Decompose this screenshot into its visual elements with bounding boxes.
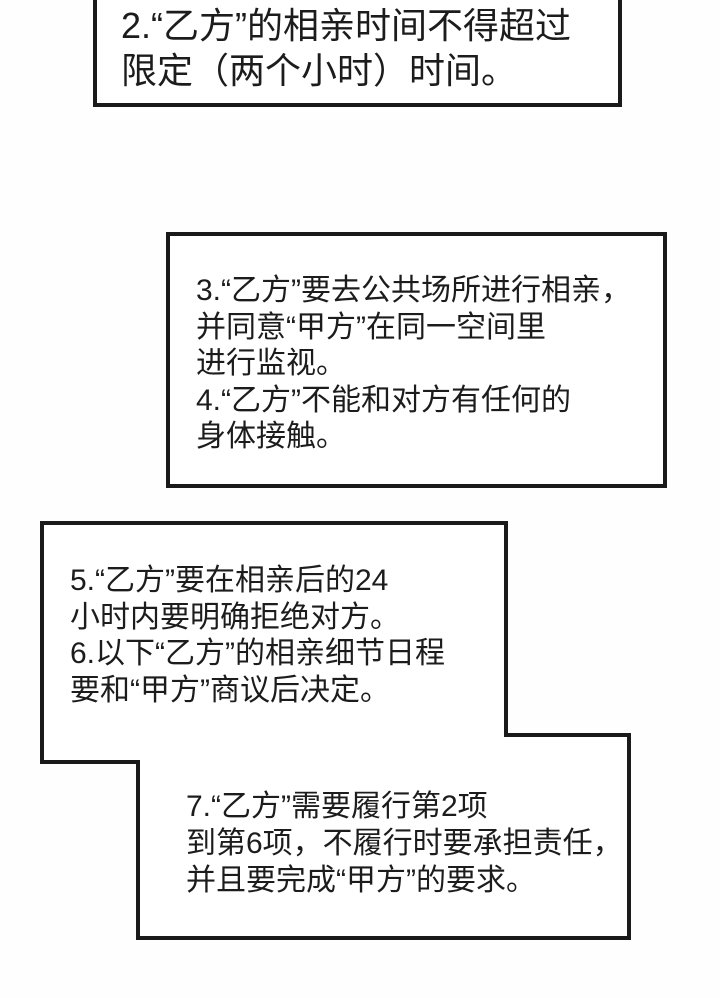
- text-line: 4.“乙方”不能和对方有任何的: [196, 383, 571, 417]
- text-line: 7.“乙方”需要履行第2项: [186, 790, 488, 823]
- text-line: 要和“甲方”商议后决定。: [70, 673, 390, 707]
- clause-2-text: 2.“乙方”的相亲时间不得超过 限定（两个小时）时间。: [121, 3, 571, 93]
- text-line: 2.“乙方”的相亲时间不得超过: [121, 5, 572, 46]
- stepped-panel-shape: [40, 521, 631, 940]
- text-line: 到第6项，不履行时要承担责任，: [186, 827, 623, 860]
- text-line: 身体接触。: [196, 420, 346, 453]
- clause-7-text: 7.“乙方”需要履行第2项 到第6项，不履行时要承担责任， 并且要完成“甲方”的…: [186, 788, 623, 899]
- text-line: 并同意“甲方”在同一空间里: [196, 310, 546, 344]
- panel-clause-2: [93, 0, 622, 107]
- clause-5-6-text: 5.“乙方”要在相亲后的24 小时内要明确拒绝对方。 6.以下“乙方”的相亲细节…: [70, 563, 445, 709]
- text-line: 进行监视。: [196, 347, 346, 380]
- clause-3-4-text: 3.“乙方”要去公共场所进行相亲， 并同意“甲方”在同一空间里 进行监视。 4.…: [196, 273, 631, 456]
- text-line: 限定（两个小时）时间。: [121, 50, 518, 91]
- panel-clause-3-4: [166, 232, 667, 488]
- text-line: 6.以下“乙方”的相亲细节日程: [70, 637, 445, 670]
- text-line: 并且要完成“甲方”的要求。: [186, 864, 536, 897]
- text-line: 小时内要明确拒绝对方。: [70, 600, 400, 634]
- text-line: 3.“乙方”要去公共场所进行相亲，: [196, 274, 631, 307]
- text-line: 5.“乙方”要在相亲后的24: [70, 564, 389, 597]
